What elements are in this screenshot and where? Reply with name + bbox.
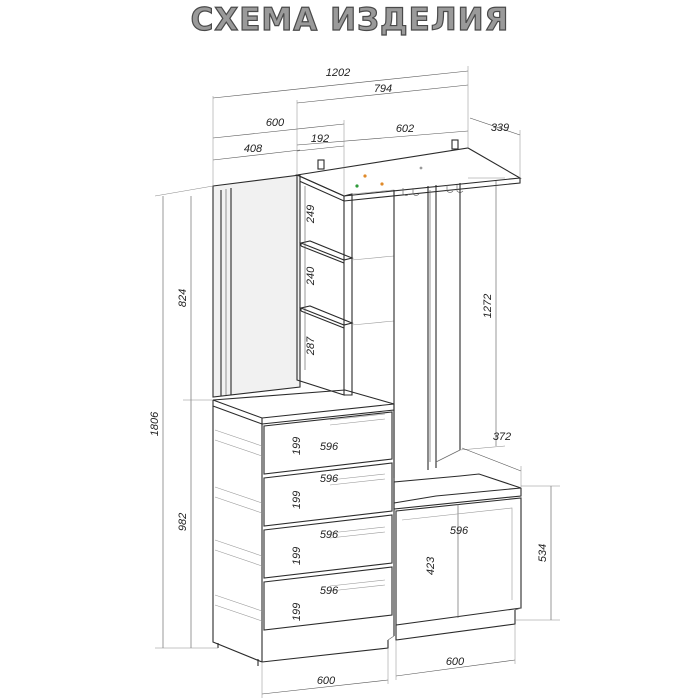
dim-chest-width: 600 [317,675,336,687]
dim-top-depth: 339 [491,122,509,134]
drawer-chest [212,389,395,666]
drawer-1-width: 596 [320,441,339,453]
title-text: СХЕМА ИЗДЕЛИЯ [191,2,510,38]
dim-bench-height: 534 [537,544,549,562]
drawer-3-height: 199 [291,547,303,565]
drawer-2-width: 596 [320,473,339,485]
dimension-labels: 1202 794 600 602 339 408 192 249 240 287… [149,67,549,687]
drawer-4-height: 199 [291,603,303,621]
dim-shelf-3-height: 287 [305,336,317,356]
dim-right-part-width: 794 [374,83,392,95]
dim-overall-width: 1202 [326,67,350,79]
drawer-2-height: 199 [291,491,303,509]
dim-lower-height: 982 [177,513,189,531]
dim-bench-width: 600 [446,656,465,668]
dim-mirror-width: 408 [244,143,263,155]
dim-bench-inner-height: 423 [425,556,437,575]
top-hat-shelf [295,139,522,202]
mirror-panel [212,174,301,398]
dim-shelf-1-height: 249 [305,205,317,224]
dim-bench-inner-width: 596 [450,525,469,537]
dim-top-shelf-width: 602 [396,123,414,135]
dim-open-shelf-width: 192 [311,133,329,145]
dimension-lines [154,66,560,698]
bench-cabinet [393,473,522,641]
page-title: СХЕМА ИЗДЕЛИЯ [0,0,700,42]
drawer-1-height: 199 [291,437,303,455]
drawer-3-width: 596 [320,529,339,541]
dim-hanger-height: 1272 [482,294,494,318]
dim-shelf-2-height: 240 [305,266,317,286]
dim-top-left-width: 600 [266,117,285,129]
hanger-panel [393,183,461,478]
fastener-markers [355,166,423,188]
dim-total-height: 1806 [149,411,161,436]
dim-upper-height: 824 [177,289,189,307]
drawer-4-width: 596 [320,585,339,597]
dim-bench-depth: 372 [493,431,511,443]
